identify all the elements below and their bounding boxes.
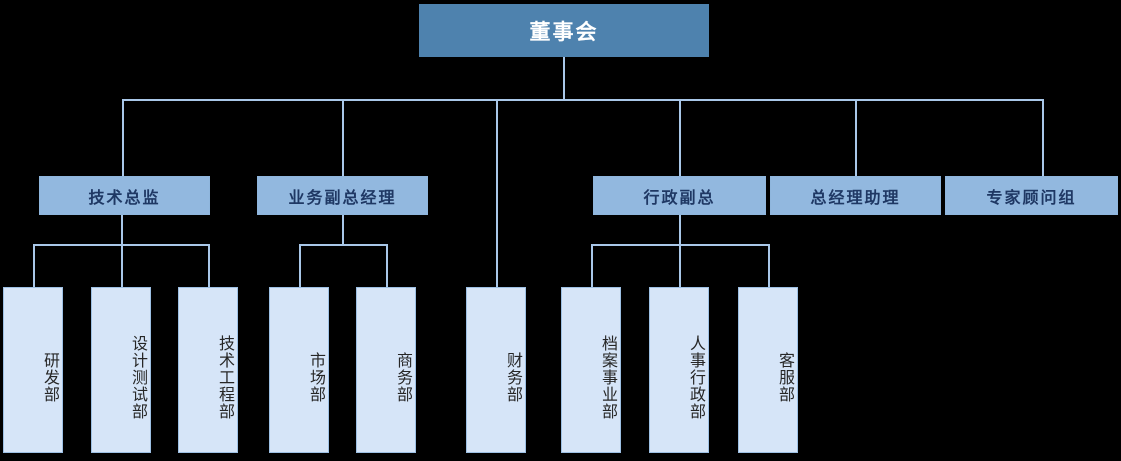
connector-drop-tech-director [122, 99, 124, 176]
org-node-root[interactable]: 董事会 [419, 4, 709, 57]
org-node-finance-dept[interactable]: 财务部 [466, 287, 526, 453]
connector-bus-business-vp [299, 244, 388, 246]
org-node-hr-admin-dept-label: 人事行政部 [687, 334, 704, 420]
org-node-design-test-dept-label: 设计测试部 [129, 334, 146, 420]
connector-drop-expert-group [1042, 99, 1044, 176]
connector-drop-tech-engineering-dept [208, 244, 210, 287]
connector-drop-hr-admin-dept [679, 244, 681, 287]
org-node-gm-assistant-label: 总经理助理 [810, 189, 901, 207]
org-node-tech-director[interactable]: 技术总监 [39, 176, 210, 215]
org-node-tech-engineering-dept-label: 技术工程部 [216, 334, 233, 420]
org-node-business-vp[interactable]: 业务副总经理 [257, 176, 428, 215]
org-node-tech-director-label: 技术总监 [88, 189, 161, 207]
connector-drop-business-vp [342, 99, 344, 176]
connector-root-stem [563, 57, 565, 101]
org-node-customer-service-dept[interactable]: 客服部 [738, 287, 798, 453]
org-node-gm-assistant[interactable]: 总经理助理 [770, 176, 941, 215]
connector-stem-tech-director [121, 215, 123, 246]
org-node-customer-service-dept-label: 客服部 [776, 351, 793, 403]
connector-drop-finance-direct [496, 99, 498, 287]
org-node-archives-division-label: 档案事业部 [599, 334, 616, 420]
connector-stem-admin-vp [679, 215, 681, 246]
org-node-design-test-dept[interactable]: 设计测试部 [91, 287, 151, 453]
connector-drop-marketing-dept [299, 244, 301, 287]
org-node-rd-dept-label: 研发部 [41, 351, 58, 403]
org-node-marketing-dept-label: 市场部 [307, 351, 324, 403]
connector-drop-rd-dept [33, 244, 35, 287]
org-node-admin-vp[interactable]: 行政副总 [593, 176, 766, 215]
org-node-hr-admin-dept[interactable]: 人事行政部 [649, 287, 709, 453]
org-node-admin-vp-label: 行政副总 [643, 189, 716, 207]
connector-drop-admin-vp [679, 99, 681, 176]
connector-root-bus [122, 99, 1044, 101]
org-node-marketing-dept[interactable]: 市场部 [269, 287, 329, 453]
org-node-archives-division[interactable]: 档案事业部 [561, 287, 621, 453]
connector-drop-design-test-dept [121, 244, 123, 287]
connector-drop-customer-service-dept [768, 244, 770, 287]
org-node-commerce-dept[interactable]: 商务部 [356, 287, 416, 453]
connector-drop-commerce-dept [386, 244, 388, 287]
org-node-rd-dept[interactable]: 研发部 [3, 287, 63, 453]
org-node-root-label: 董事会 [529, 20, 599, 44]
org-node-expert-group-label: 专家顾问组 [986, 189, 1077, 207]
connector-stem-business-vp [342, 215, 344, 246]
connector-drop-archives-division [591, 244, 593, 287]
org-node-business-vp-label: 业务副总经理 [288, 189, 397, 207]
org-node-finance-dept-label: 财务部 [504, 351, 521, 403]
connector-drop-gm-assistant [855, 99, 857, 176]
org-node-tech-engineering-dept[interactable]: 技术工程部 [178, 287, 238, 453]
org-node-commerce-dept-label: 商务部 [394, 351, 411, 403]
org-node-expert-group[interactable]: 专家顾问组 [945, 176, 1118, 215]
